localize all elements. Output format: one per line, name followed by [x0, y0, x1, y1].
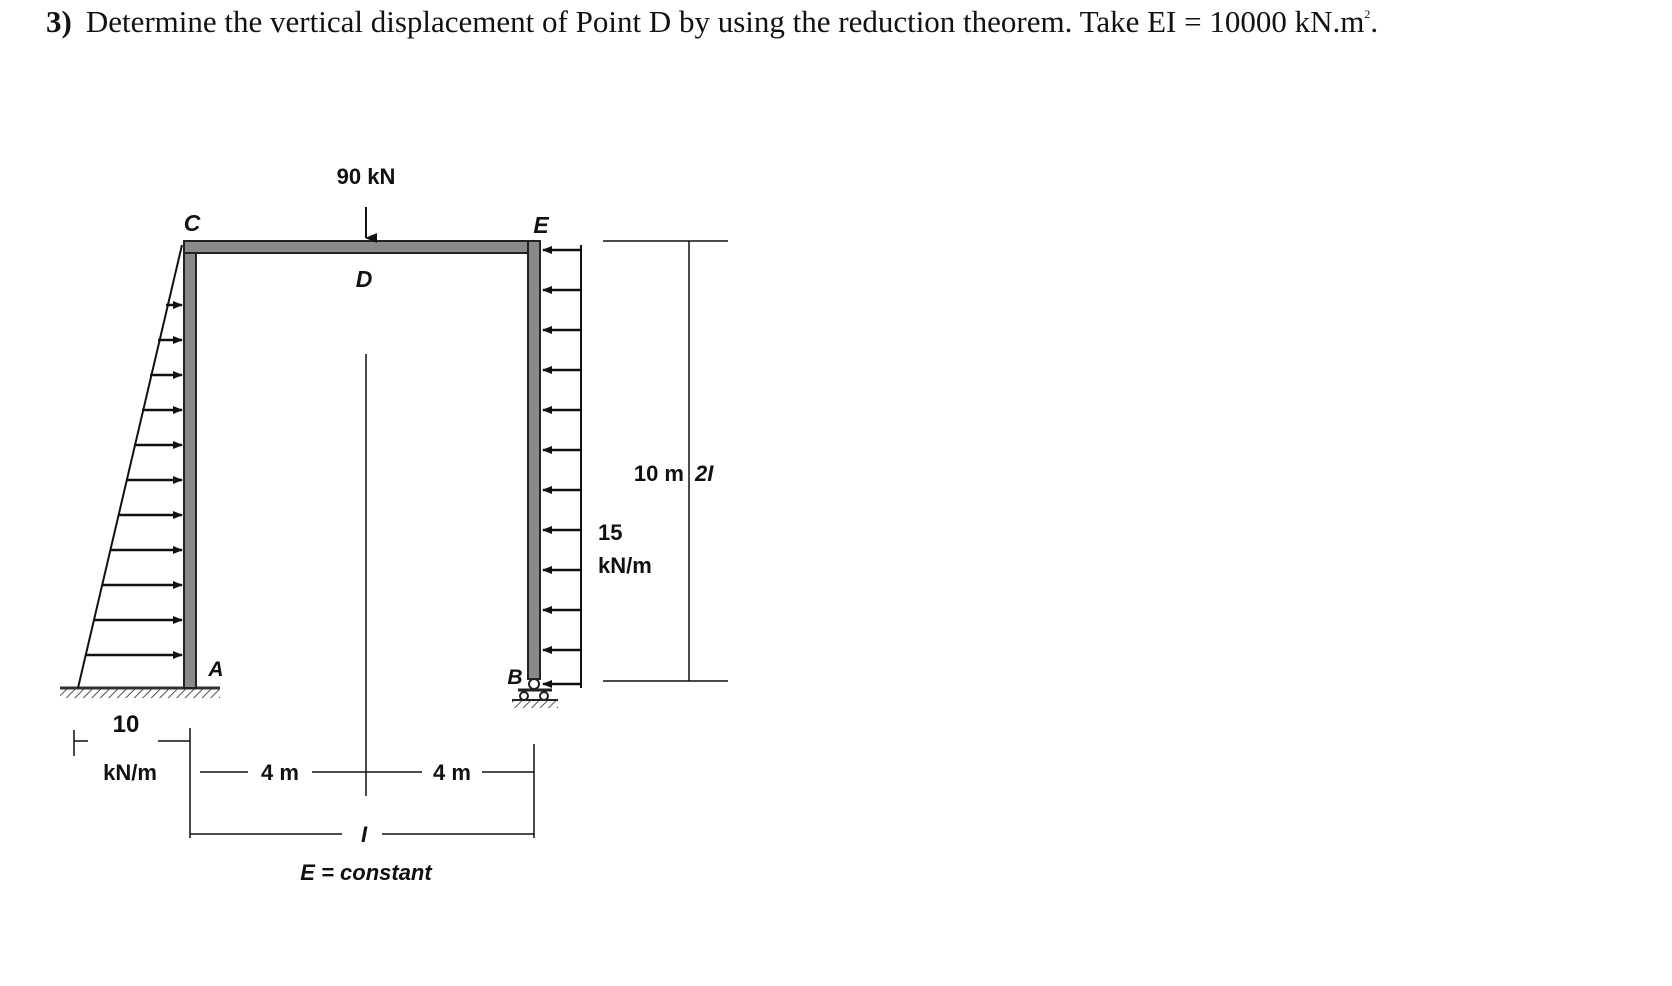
- problem-number: 3): [46, 4, 72, 39]
- problem-text: Determine the vertical displacement of P…: [85, 4, 1365, 39]
- unit-exponent: 2: [1364, 7, 1371, 21]
- height-label: 10 m: [634, 461, 684, 486]
- left-load-unit: kN/m: [103, 760, 157, 785]
- label-c: C: [184, 210, 201, 236]
- ground-support-a: [60, 686, 220, 698]
- label-d: D: [356, 266, 373, 292]
- right-load-unit: kN/m: [598, 553, 652, 578]
- right-load-value: 15: [598, 520, 622, 545]
- label-e: E: [533, 212, 549, 238]
- column-inertia-label: 2I: [694, 461, 714, 486]
- problem-statement: 3) Determine the vertical displacement of…: [46, 4, 1378, 40]
- left-load-value: 10: [113, 711, 140, 738]
- point-load-label: 90 kN: [337, 164, 396, 189]
- span-right-label: 4 m: [433, 760, 471, 785]
- right-distributed-load: [542, 245, 582, 688]
- label-b: B: [507, 666, 522, 689]
- problem-end: .: [1370, 4, 1379, 39]
- column-ac: [183, 240, 197, 689]
- column-eb: [527, 240, 541, 680]
- height-dimension: [603, 240, 728, 682]
- beam-ce: [183, 240, 541, 254]
- span-left-label: 4 m: [261, 760, 299, 785]
- roller-support-b: [512, 678, 558, 708]
- material-note: E = constant: [300, 860, 433, 885]
- left-distributed-load: [77, 244, 183, 689]
- beam-inertia-label: I: [361, 822, 368, 847]
- label-a: A: [207, 658, 223, 681]
- span-dimension: [158, 728, 535, 838]
